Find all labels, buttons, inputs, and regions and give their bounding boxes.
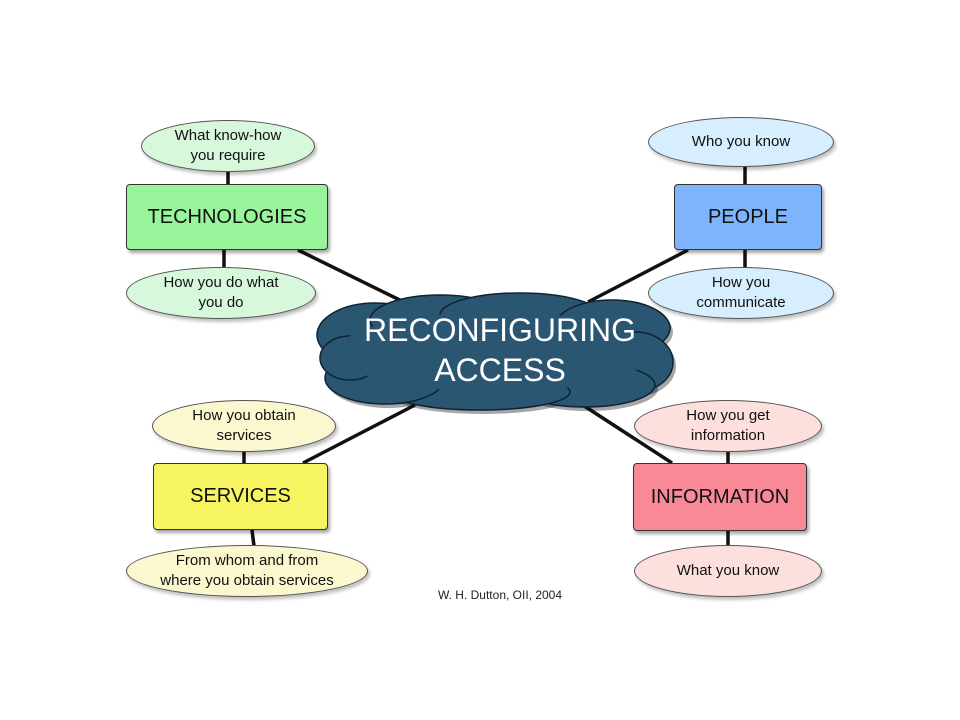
center-title: RECONFIGURING ACCESS xyxy=(364,312,636,388)
services-top-bubble: How you obtain services xyxy=(152,400,336,452)
technologies-bottom-bubble: How you do what you do xyxy=(126,267,316,319)
connector-services xyxy=(302,403,416,465)
credit-caption: W. H. Dutton, OII, 2004 xyxy=(437,588,563,602)
information-top-bubble: How you get information xyxy=(634,400,822,452)
people-box: PEOPLE xyxy=(674,184,822,250)
people-bottom-bubble: How you communicate xyxy=(648,267,834,319)
people-top-bubble: Who you know xyxy=(648,117,834,167)
center-cloud xyxy=(316,292,676,414)
connector-services-bottom xyxy=(250,529,256,547)
connector-information xyxy=(574,398,673,465)
connector-people xyxy=(587,248,689,304)
technologies-top-bubble: What know-how you require xyxy=(141,120,315,172)
services-bottom-bubble: From whom and from where you obtain serv… xyxy=(126,545,368,597)
services-box: SERVICES xyxy=(153,463,328,530)
information-bottom-bubble: What you know xyxy=(634,545,822,597)
information-box: INFORMATION xyxy=(633,463,807,531)
connector-technologies xyxy=(297,248,413,308)
technologies-box: TECHNOLOGIES xyxy=(126,184,328,250)
